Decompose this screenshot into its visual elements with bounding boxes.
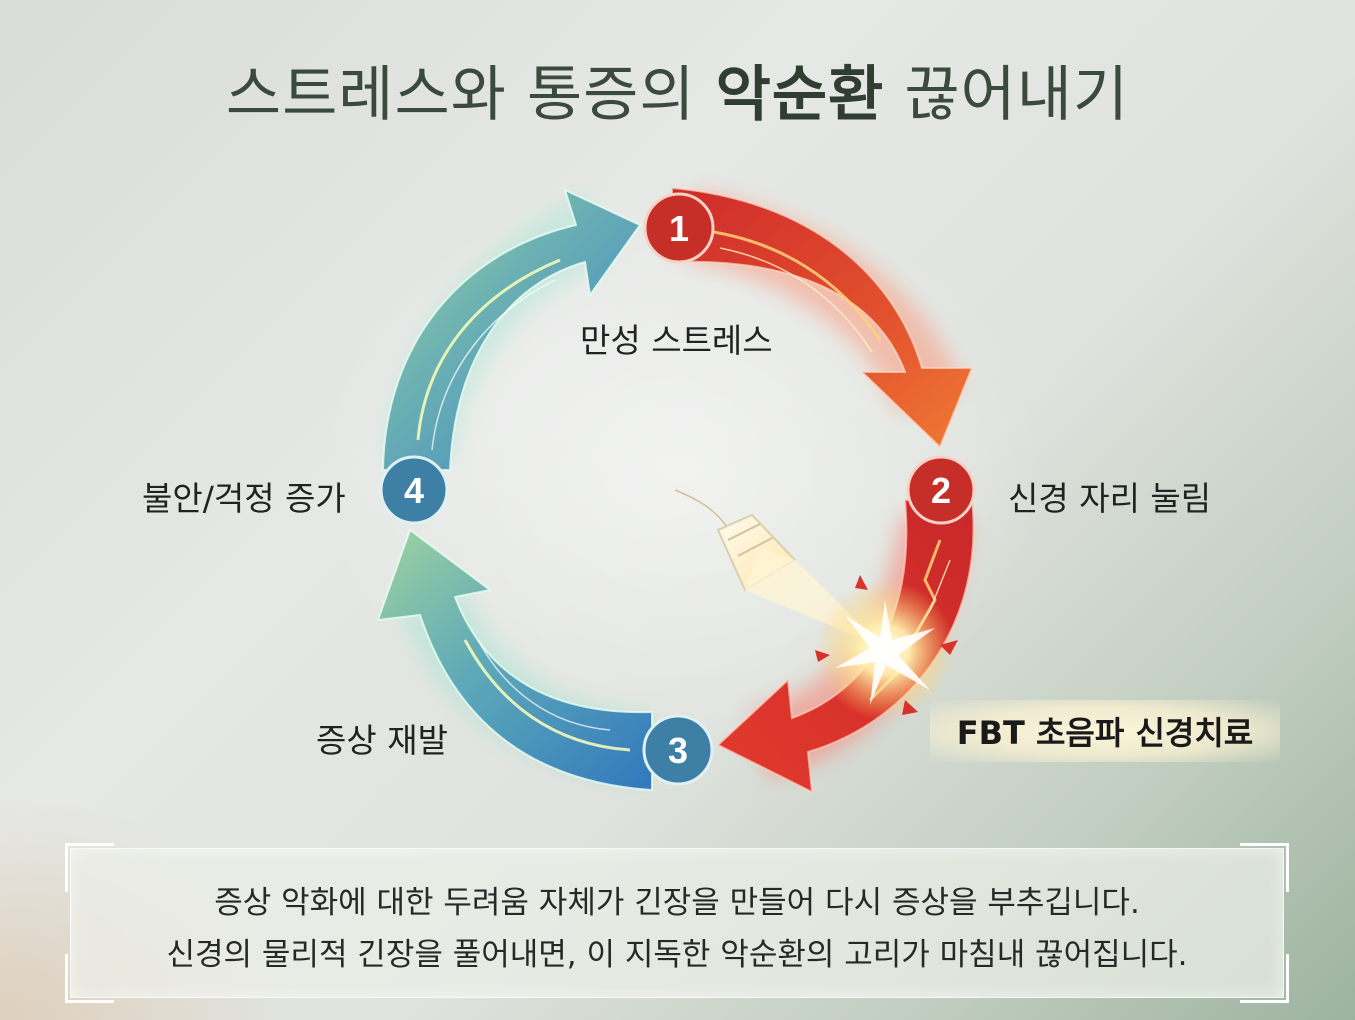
impact-flash xyxy=(815,575,958,720)
summary-line-1: 증상 악화에 대한 두려움 자체가 긴장을 만들어 다시 증상을 부추깁니다. xyxy=(214,885,1140,921)
step-label-anxiety-increase: 불안/걱정 증가 xyxy=(142,479,346,518)
step-badge-2 xyxy=(906,455,976,525)
arrow-3-streak-2 xyxy=(477,639,611,731)
arrow-3-streak xyxy=(463,639,631,752)
arrow-anxiety-to-stress xyxy=(381,188,642,471)
title-part-3: 끊어내기 xyxy=(904,60,1130,130)
frame-corner-bottom-right xyxy=(1240,954,1289,1003)
frame-corner-top-right xyxy=(1240,843,1289,892)
frame-corner-bottom-left xyxy=(65,954,114,1003)
arrow-1-streak xyxy=(699,228,882,341)
arrow-1-streak-2 xyxy=(719,247,873,353)
arrow-stress-to-nerve xyxy=(671,186,974,449)
treatment-label: FBT 초음파 신경치료 xyxy=(930,700,1280,762)
step-label-symptom-relapse: 증상 재발 xyxy=(316,721,448,760)
arrow-4-streak xyxy=(416,258,561,441)
summary-box: 증상 악화에 대한 두려움 자체가 긴장을 만들어 다시 증상을 부추깁니다. … xyxy=(65,843,1289,1003)
step-badge-3 xyxy=(642,714,714,786)
step-number-4: 4 xyxy=(404,470,424,511)
step-number-3: 3 xyxy=(668,730,688,771)
step-label-chronic-stress: 만성 스트레스 xyxy=(580,321,773,360)
step-badge-4 xyxy=(379,455,449,525)
step-number-2: 2 xyxy=(931,470,951,511)
frame-corner-top-left xyxy=(65,843,114,892)
arrow-4-streak-2 xyxy=(431,279,556,451)
summary-line-2: 신경의 물리적 긴장을 풀어내면, 이 지독한 악순환의 고리가 마침내 끊어집… xyxy=(166,937,1188,973)
title-part-2: 악순환 xyxy=(715,60,885,130)
page-title: 스트레스와 통증의 악순환 끊어내기 xyxy=(0,46,1355,133)
step-number-1: 1 xyxy=(669,208,689,249)
step-badge-1 xyxy=(643,192,715,264)
step-label-nerve-compression: 신경 자리 눌림 xyxy=(1008,479,1212,518)
title-part-1: 스트레스와 통증의 xyxy=(225,60,696,130)
